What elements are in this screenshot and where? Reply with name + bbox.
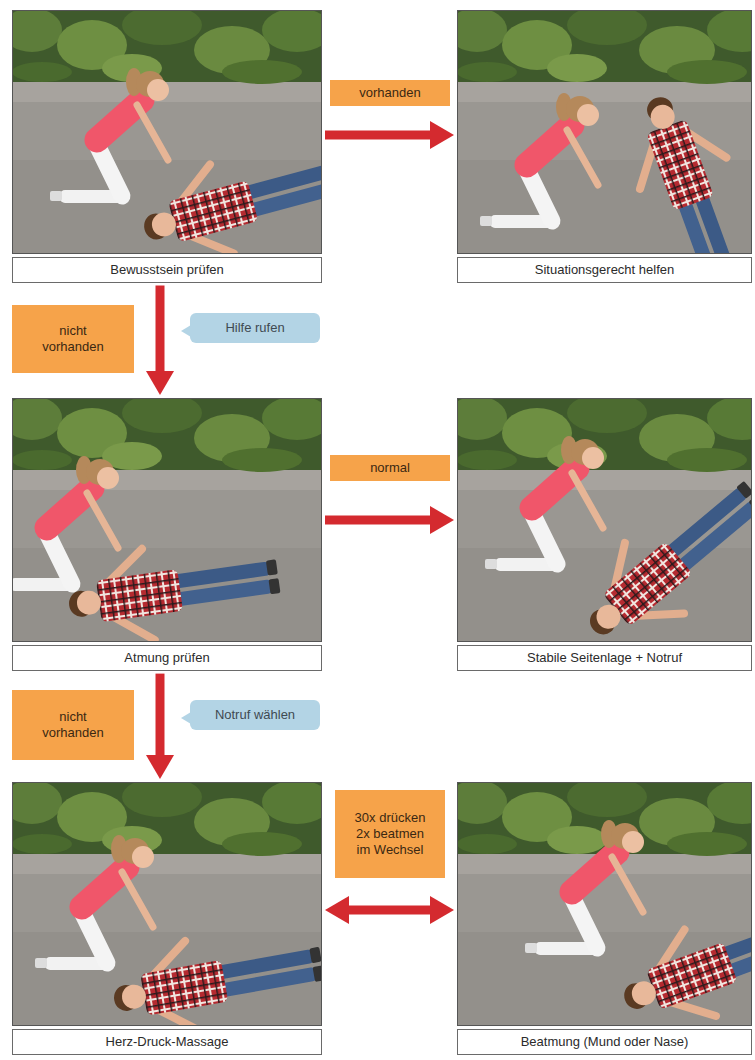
speech-bubble: Hilfe rufen (190, 313, 320, 343)
step-caption: Beatmung (Mund oder Nase) (457, 1029, 752, 1055)
edge-label: normal (330, 455, 450, 481)
edge-label: nicht vorhanden (12, 690, 134, 760)
photo-chest-compression (12, 782, 322, 1026)
step-panel: Stabile Seitenlage + Notruf (457, 398, 752, 671)
step-panel: Herz-Druck-Massage (12, 782, 322, 1055)
edge-label: vorhanden (330, 80, 450, 106)
flow-arrow (156, 286, 165, 372)
edge-label: 30x drücken 2x beatmen im Wechsel (335, 790, 445, 878)
photo-help (457, 10, 752, 254)
step-caption: Bewusstsein prüfen (12, 257, 322, 283)
flow-arrow (325, 131, 431, 140)
step-caption: Stabile Seitenlage + Notruf (457, 645, 752, 671)
edge-label: nicht vorhanden (12, 305, 134, 373)
step-caption: Herz-Druck-Massage (12, 1029, 322, 1055)
step-caption: Situationsgerecht helfen (457, 257, 752, 283)
photo-rescue-breath (457, 782, 752, 1026)
step-panel: Beatmung (Mund oder Nase) (457, 782, 752, 1055)
speech-bubble: Notruf wählen (190, 700, 320, 730)
step-panel: Situationsgerecht helfen (457, 10, 752, 283)
step-panel: Bewusstsein prüfen (12, 10, 322, 283)
step-caption: Atmung prüfen (12, 645, 322, 671)
flow-arrow (348, 906, 431, 915)
photo-consciousness (12, 10, 322, 254)
photo-breathing (12, 398, 322, 642)
step-panel: Atmung prüfen (12, 398, 322, 671)
photo-recovery-position (457, 398, 752, 642)
flow-arrow (156, 674, 165, 756)
flow-arrow (325, 516, 431, 525)
